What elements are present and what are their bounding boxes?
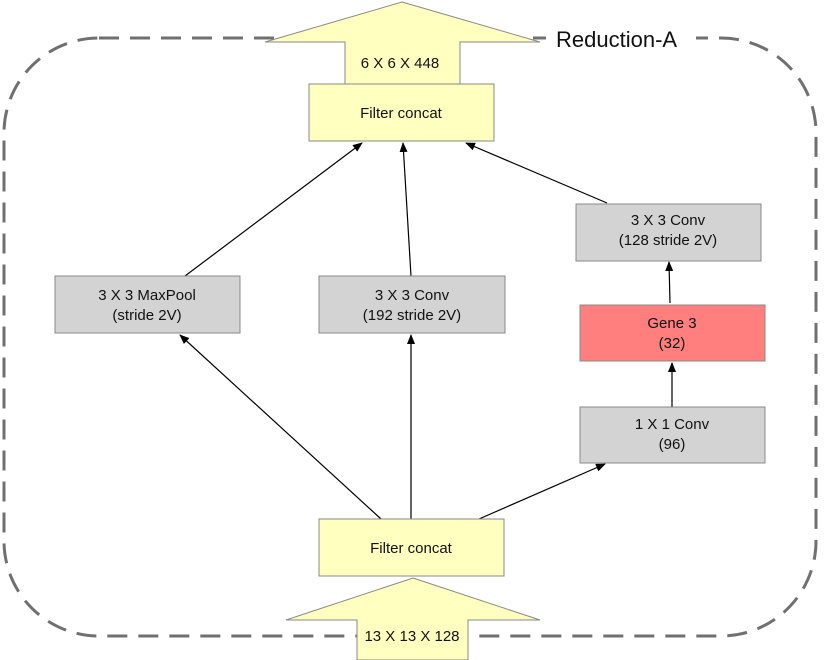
edge-maxpool-to-concat-top — [184, 142, 363, 277]
node-conv-right-top: 3 X 3 Conv (128 stride 2V) — [575, 203, 762, 262]
edge-concat-bottom-to-conv-1x1 — [478, 463, 606, 520]
input-arrow — [285, 577, 541, 660]
node-conv-mid-line-1: 3 X 3 Conv — [375, 287, 450, 304]
node-maxpool: 3 X 3 MaxPool (stride 2V) — [54, 275, 241, 334]
node-conv-right-top-line-1: 3 X 3 Conv — [631, 212, 706, 229]
node-conv-mid: 3 X 3 Conv (192 stride 2V) — [318, 275, 506, 334]
edge-gene3-to-conv-right-top — [665, 261, 674, 304]
node-conv-1x1-line-1: 1 X 1 Conv — [635, 416, 710, 433]
node-maxpool-line-1: 3 X 3 MaxPool — [98, 287, 196, 304]
node-maxpool-line-2: (stride 2V) — [112, 307, 181, 324]
module-title: Reduction-A — [556, 27, 677, 52]
output-arrow — [264, 1, 541, 87]
node-gene3-line-2: (32) — [659, 335, 686, 352]
title-background — [546, 22, 696, 56]
output-arrow-label: 6 X 6 X 448 — [361, 55, 439, 72]
edge-conv-mid-to-concat-top — [399, 142, 412, 277]
edge-conv-right-top-to-concat-top — [465, 142, 608, 204]
node-conv-mid-line-2: (192 stride 2V) — [363, 307, 461, 324]
edge-concat-bottom-to-maxpool — [179, 334, 382, 520]
node-concat-top: Filter concat — [308, 83, 495, 142]
node-conv-1x1-line-2: (96) — [659, 436, 686, 453]
node-conv-1x1: 1 X 1 Conv (96) — [579, 406, 766, 464]
input-arrow-label: 13 X 13 X 128 — [364, 628, 459, 645]
node-concat-top-label: Filter concat — [360, 105, 443, 122]
node-concat-bottom: Filter concat — [318, 518, 505, 577]
node-gene3: Gene 3 (32) — [579, 304, 766, 362]
node-concat-bottom-label: Filter concat — [370, 540, 453, 557]
node-gene3-line-1: Gene 3 — [647, 315, 696, 332]
node-conv-right-top-line-2: (128 stride 2V) — [619, 232, 717, 249]
edges — [179, 142, 676, 520]
